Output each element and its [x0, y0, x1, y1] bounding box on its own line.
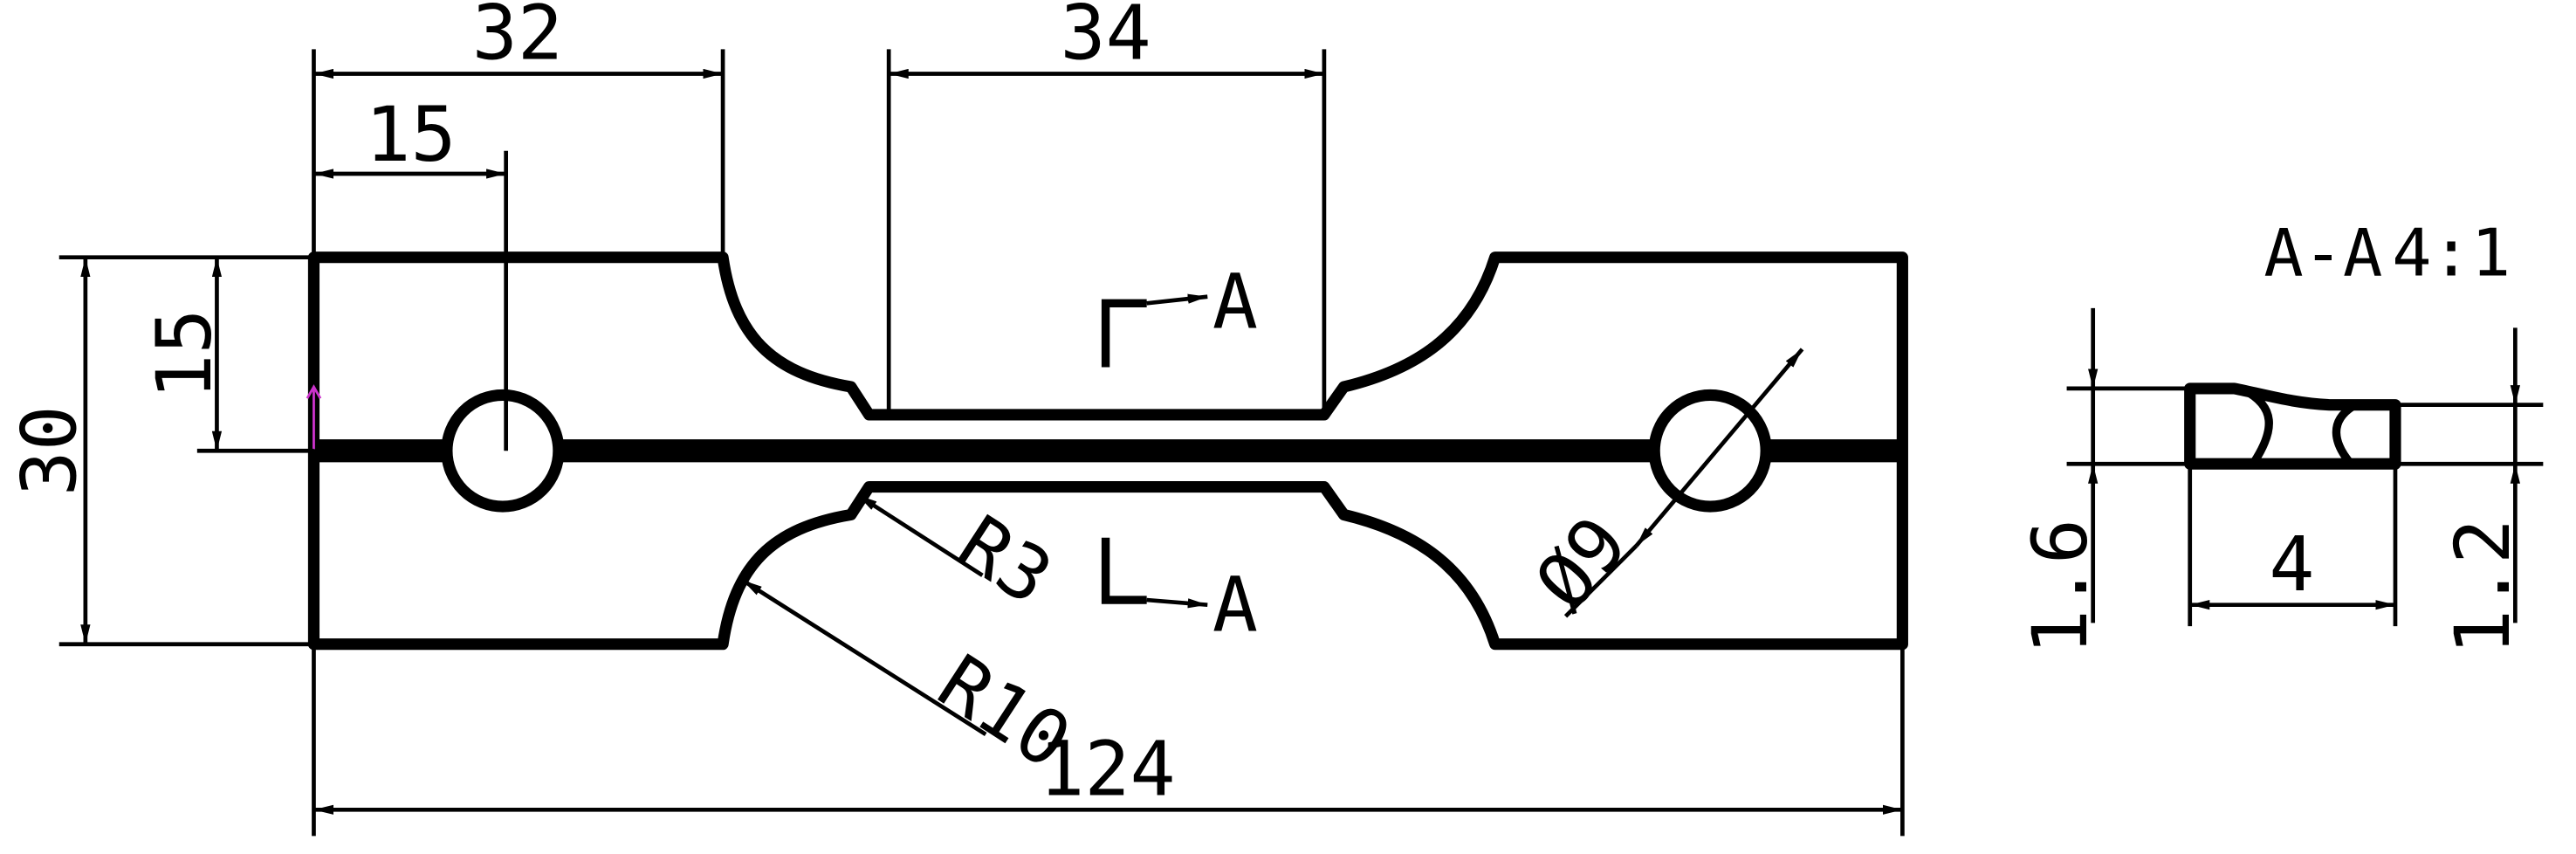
dim-label-1-2: 1.2 [2440, 519, 2527, 655]
radius-r3-leader: R3 [856, 492, 1067, 622]
dimension-124: 124 [313, 727, 1903, 815]
dimension-15-vertical: 15 [141, 257, 229, 451]
dimension-15-horizontal: 15 [313, 92, 506, 179]
dim-label-4: 4 [2269, 521, 2314, 609]
section-view-profile [2184, 382, 2401, 470]
dim-label-diameter: Ø9 [1519, 501, 1645, 627]
dim-label-34: 34 [1060, 0, 1151, 78]
section-label-lower: A [1212, 562, 1258, 650]
section-mark-lower: A [1101, 537, 1258, 650]
section-view-name: A-A [2263, 214, 2382, 291]
dimension-4: 4 [2189, 521, 2395, 610]
diameter-leader: Ø9 [1519, 348, 1804, 627]
dim-label-1-6: 1.6 [2017, 519, 2105, 655]
dim-label-r3: R3 [943, 499, 1067, 622]
section-mark-upper: A [1101, 259, 1258, 368]
dim-label-124: 124 [1039, 727, 1175, 814]
radius-r10-leader: R10 [741, 578, 1085, 786]
dimension-34: 34 [889, 0, 1324, 79]
section-label-upper: A [1212, 259, 1258, 347]
section-view-scale: 4:1 [2392, 214, 2511, 291]
dimension-1-6: 1.6 [2017, 307, 2105, 655]
left-hole [441, 389, 565, 513]
dimension-30: 30 [6, 257, 94, 644]
dimension-32: 32 [313, 0, 724, 79]
section-view-title: A-A 4:1 [2263, 214, 2511, 291]
dim-label-32: 32 [472, 0, 563, 78]
dim-label-30: 30 [6, 405, 93, 496]
dim-label-15-vertical: 15 [141, 308, 229, 399]
origin-marker [306, 384, 322, 450]
dimension-1-2: 1.2 [2440, 327, 2527, 655]
dim-label-15-horizontal: 15 [365, 92, 456, 179]
